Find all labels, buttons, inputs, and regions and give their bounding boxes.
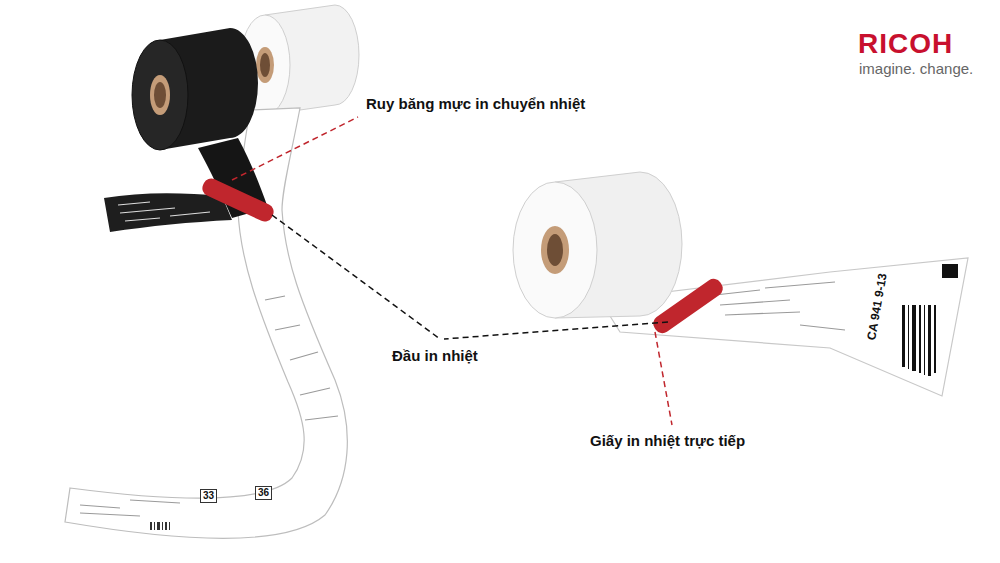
bar: [157, 522, 160, 530]
barcode: [902, 305, 936, 376]
brand-slogan: imagine. change.: [859, 60, 973, 77]
print-head: [650, 276, 726, 337]
callout-label: Ruy băng mực in chuyển nhiệt: [366, 95, 585, 112]
bar: [924, 305, 925, 375]
roll-face: [513, 182, 597, 318]
ribbon-mark: [120, 208, 175, 213]
bar: [902, 305, 905, 367]
print-line: [300, 388, 330, 395]
print-line: [80, 513, 140, 516]
roll-core: [150, 75, 170, 115]
bar: [165, 522, 167, 530]
roll-core: [541, 226, 569, 274]
print-head: [200, 176, 276, 224]
printed-number: 33: [200, 489, 217, 503]
print-line: [800, 325, 845, 330]
paper-roll: [513, 172, 682, 318]
ribbon-mark: [118, 202, 150, 205]
bar: [928, 305, 931, 376]
print-line: [290, 352, 318, 360]
barcode: [150, 522, 170, 530]
bar: [169, 522, 170, 530]
print-line: [725, 312, 800, 315]
roll-hole: [547, 234, 563, 266]
callout-label: Đầu in nhiệt: [392, 347, 478, 364]
print-line: [305, 416, 338, 420]
ribbon-marks: [118, 202, 210, 221]
paper-roll: [240, 5, 359, 115]
label-block: [942, 264, 958, 278]
brand-logo: RICOH: [858, 28, 953, 60]
bar: [912, 305, 916, 371]
roll-hole: [260, 53, 270, 77]
leader-line: [232, 117, 358, 180]
callout-label: Giấy in nhiệt trực tiếp: [590, 432, 745, 449]
bar: [154, 522, 155, 530]
used-ribbon: [104, 193, 232, 232]
print-lines: [715, 282, 845, 330]
roll-hole: [154, 82, 166, 108]
roll-core: [256, 47, 274, 83]
bar: [919, 305, 921, 373]
bar: [150, 522, 152, 530]
print-line: [765, 282, 835, 288]
print-line: [130, 500, 180, 503]
ribbon-mark: [170, 212, 210, 216]
print-line: [720, 300, 790, 305]
roll-face: [132, 40, 188, 150]
bar: [908, 305, 909, 369]
ribbon-mark: [125, 218, 160, 221]
print-line: [80, 505, 120, 508]
leader-line: [655, 332, 672, 425]
bar: [162, 522, 163, 530]
paper-band: [65, 108, 347, 538]
print-lines: [80, 296, 338, 516]
bar: [934, 305, 936, 373]
leader-line: [272, 215, 440, 339]
leader-line: [444, 322, 668, 339]
print-line: [275, 325, 300, 330]
printed-number: 36: [255, 486, 272, 500]
print-line: [265, 296, 285, 300]
ribbon-roll: [132, 28, 258, 150]
